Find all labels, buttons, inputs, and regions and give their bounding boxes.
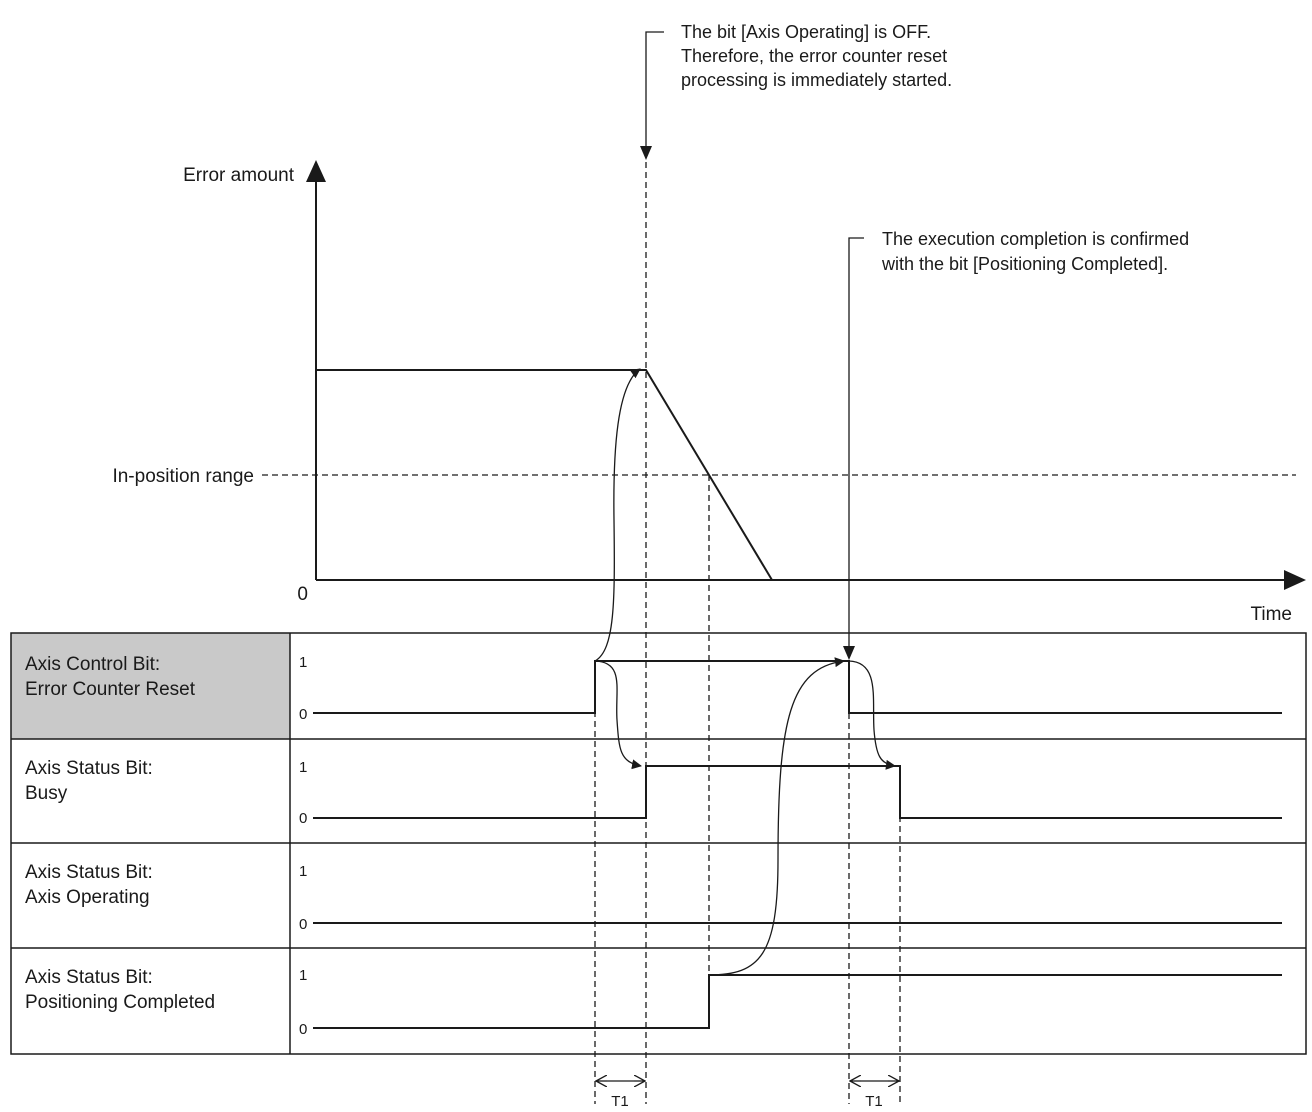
arrow-reset-to-busy [594, 660, 642, 770]
signal-name-line-1: Axis Status Bit: [25, 758, 153, 779]
level-low-label: 0 [299, 916, 307, 933]
header-shade [11, 633, 290, 739]
annotation-line-1: The bit [Axis Operating] is OFF. [681, 22, 931, 42]
t1-label: T1 [865, 1093, 883, 1110]
arrow-completed-to-reset [708, 657, 845, 976]
signal-name-line-2: Axis Operating [25, 887, 150, 908]
error-amount-graph: Error amount In-position range 0 Time [112, 160, 1306, 625]
annotation-line-3: processing is immediately started. [681, 70, 952, 90]
signal-name-line-2: Positioning Completed [25, 992, 215, 1013]
signal-table: Axis Control Bit: Error Counter Reset 1 … [10, 632, 1307, 1055]
signal-row-positioning-completed: Axis Status Bit: Positioning Completed 1… [25, 967, 307, 1038]
annotation-arrowhead [843, 646, 855, 660]
y-axis-label: Error amount [183, 165, 295, 186]
annotation-leader-line [848, 237, 864, 650]
t1-marker-left: T1 [596, 1081, 645, 1110]
signal-name-line-2: Error Counter Reset [25, 679, 196, 700]
error-amount-curve [316, 369, 773, 581]
timing-guides [594, 162, 901, 1104]
signal-name-line-1: Axis Control Bit: [25, 654, 160, 675]
waveform-busy [313, 765, 1282, 819]
causality-arrows [594, 368, 896, 976]
annotation-arrowhead [640, 146, 652, 160]
level-high-label: 1 [299, 654, 307, 671]
annotation-leader-line [645, 31, 664, 158]
in-position-label: In-position range [112, 466, 254, 487]
annotation-execution-completion: The execution completion is confirmed wi… [843, 229, 1189, 660]
signal-name-line-2: Busy [25, 783, 68, 804]
signal-name-line-1: Axis Status Bit: [25, 967, 153, 988]
signal-row-axis-operating: Axis Status Bit: Axis Operating 1 0 [25, 862, 307, 933]
waveform-error-counter-reset [313, 660, 1282, 714]
annotation-line-2: Therefore, the error counter reset [681, 46, 947, 66]
level-low-label: 0 [299, 810, 307, 827]
signal-row-busy: Axis Status Bit: Busy 1 0 [25, 758, 307, 827]
level-high-label: 1 [299, 967, 307, 984]
t1-marker-right: T1 [850, 1081, 899, 1110]
x-axis-arrowhead [1284, 570, 1306, 590]
origin-label: 0 [297, 584, 308, 605]
level-low-label: 0 [299, 706, 307, 723]
level-high-label: 1 [299, 759, 307, 776]
signal-name-line-1: Axis Status Bit: [25, 862, 153, 883]
annotation-line-1: The execution completion is confirmed [882, 229, 1189, 249]
t1-label: T1 [611, 1093, 629, 1110]
signal-row-error-counter-reset: Axis Control Bit: Error Counter Reset 1 … [25, 654, 307, 723]
annotation-axis-operating-off: The bit [Axis Operating] is OFF. Therefo… [640, 22, 952, 160]
arrow-reset-to-busy-fall [848, 660, 896, 770]
level-low-label: 0 [299, 1021, 307, 1038]
y-axis-arrowhead [306, 160, 326, 182]
annotation-line-2: with the bit [Positioning Completed]. [881, 254, 1168, 274]
x-axis-label: Time [1250, 604, 1292, 625]
level-high-label: 1 [299, 863, 307, 880]
arrow-reset-to-error [594, 368, 641, 662]
waveform-positioning-completed [313, 974, 1282, 1029]
